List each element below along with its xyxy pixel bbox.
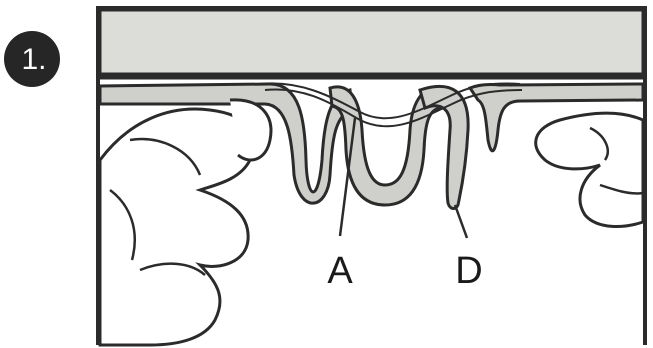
callout-label-a: A [327,250,353,292]
right-hand [536,113,643,226]
left-hand [100,109,254,345]
rubber-strip-right [420,86,468,208]
callout-line-d [455,205,467,238]
callout-label-d: D [455,250,482,292]
top-panel [100,10,643,74]
